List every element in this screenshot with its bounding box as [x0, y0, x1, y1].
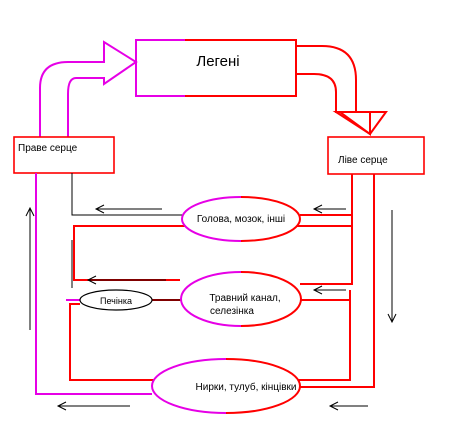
- right-heart-box: [13, 136, 115, 174]
- flow-arrow-head-in: [312, 204, 346, 214]
- vein-from-head: [71, 173, 182, 216]
- head-ellipse-right: [240, 196, 301, 242]
- right-heart-label: Праве серце: [18, 143, 78, 154]
- flow-arrow-gut-out: [86, 275, 166, 285]
- kidneys-ellipse-right: [225, 358, 301, 414]
- left-heart-label: Ліве серце: [338, 155, 388, 166]
- vena-cava: [35, 173, 152, 395]
- to-lungs-thick-arrow: [39, 40, 138, 140]
- flow-arrow-head-out: [94, 204, 162, 214]
- flow-arrow-down-left: [387, 210, 397, 324]
- gut-ellipse-left: [180, 271, 242, 327]
- flow-arrows: [25, 204, 397, 411]
- flow-arrow-lower-out: [56, 401, 130, 411]
- kidneys-label: Нирки, тулуб, кінцівки: [196, 381, 297, 393]
- lungs-box-left: [135, 39, 185, 97]
- gut-label-line1: Травний канал,: [209, 293, 280, 304]
- gut-ellipse-right: [240, 271, 302, 327]
- lungs-box-right: [185, 39, 297, 97]
- head-label: Голова, мозок, інші: [197, 214, 285, 225]
- flow-arrow-gut-in: [312, 285, 346, 295]
- artery-lower-loop: [69, 300, 351, 381]
- artery-to-lower-body: [300, 174, 375, 388]
- liver-ellipse: [79, 289, 153, 311]
- liver-label: Печінка: [100, 296, 132, 306]
- flow-arrow-up-right-heart: [25, 206, 35, 330]
- gut-label-line2: селезінка: [210, 306, 254, 317]
- head-ellipse-left: [181, 196, 242, 242]
- left-heart-arrowhead: [332, 111, 388, 136]
- lungs-label: Легені: [196, 53, 239, 70]
- kidneys-ellipse-left: [151, 358, 227, 414]
- flow-arrow-lower-in: [328, 401, 368, 411]
- left-heart-box: [327, 136, 425, 175]
- to-left-heart-thick-arrow: [296, 45, 371, 136]
